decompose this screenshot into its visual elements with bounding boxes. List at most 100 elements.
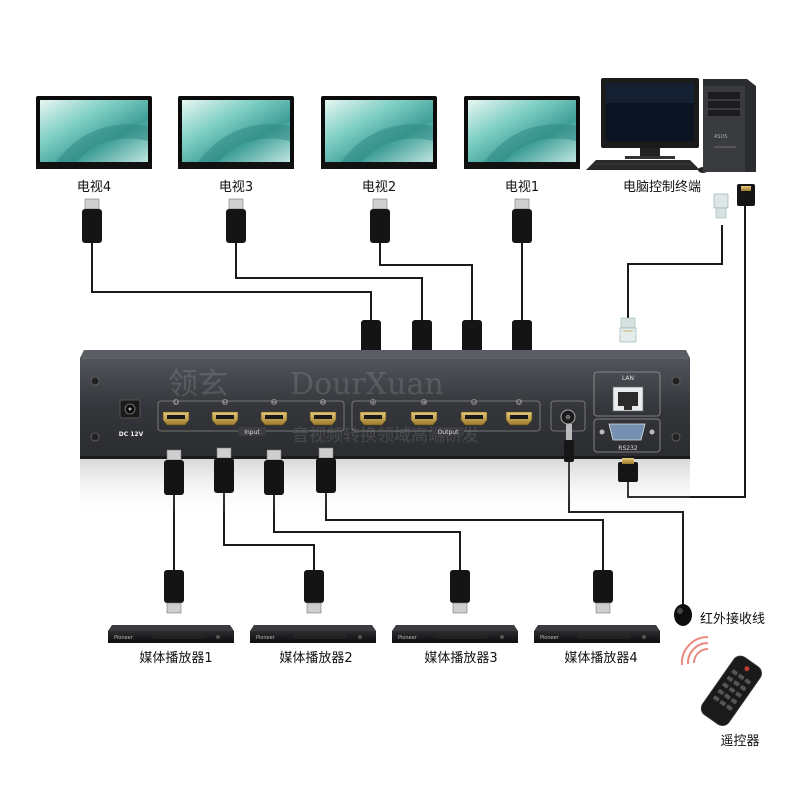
tv-group: 电视4 电视3 电视2 电视1 — [36, 96, 580, 195]
remote-label: 遥控器 — [720, 734, 759, 749]
cable-lan-computer — [627, 225, 723, 318]
monitor — [601, 78, 699, 159]
watermark-brand-cn: 领玄 — [168, 367, 228, 402]
hdmi-output-port-a: A — [505, 399, 533, 426]
screw — [671, 432, 681, 442]
player-brand: Pioneer — [398, 635, 418, 641]
cable-tv3-output — [235, 243, 423, 320]
tv-wallpaper-leaf — [198, 124, 290, 162]
hdmi-plug — [593, 570, 613, 614]
hdmi-input-port-2: 2 — [260, 399, 288, 426]
hdmi-input-port-3: 3 — [211, 399, 239, 426]
cable-tv2-output — [379, 243, 473, 320]
hdmi-plug — [214, 447, 234, 493]
input-number: 1 — [321, 400, 324, 406]
rj45-plug-device — [619, 317, 637, 343]
tv-wallpaper-leaf — [341, 124, 433, 162]
tv-bezel-bottom — [36, 162, 152, 169]
ir-receiver: 红外接收线 — [674, 604, 765, 627]
watermark-brand-en: DourXuan — [290, 367, 444, 402]
player-brand: Pioneer — [114, 635, 134, 641]
hdmi-plug — [370, 198, 390, 243]
ir-signal-icon — [680, 635, 709, 666]
hdmi-input-port-4: 4 — [162, 399, 190, 426]
output-letter: D — [371, 400, 375, 406]
media-players: Pioneer Pioneer Pioneer Pioneer 媒体播放器1 媒… — [108, 625, 660, 666]
db9-plug-device — [618, 458, 638, 482]
tv-1-label: 电视1 — [505, 180, 539, 195]
media-player-1-label: 媒体播放器1 — [139, 651, 212, 666]
pc-tower: ASUS — [703, 79, 756, 172]
tv-4 — [36, 96, 152, 169]
device-front-panel — [80, 357, 690, 458]
screw — [90, 376, 100, 386]
input-number: 4 — [174, 400, 177, 406]
lan-port: LAN — [593, 371, 661, 417]
tv-4-label: 电视4 — [77, 180, 111, 195]
media-player-2-label: 媒体播放器2 — [279, 651, 352, 666]
hdmi-plug — [226, 198, 246, 243]
player-side-hdmi-plugs — [164, 570, 613, 614]
tv-bezel-bottom — [178, 162, 294, 169]
screw — [671, 376, 681, 386]
hdmi-plug — [304, 570, 324, 614]
media-player-1: Pioneer — [108, 625, 234, 643]
player-brand: Pioneer — [256, 635, 276, 641]
db9-plug-computer — [737, 184, 755, 206]
hdmi-plug — [512, 198, 532, 243]
dc-power-label: DC 12V — [119, 431, 144, 438]
ir-plug — [564, 424, 574, 462]
keyboard — [586, 160, 700, 170]
hdmi-input-port-1: 1 — [309, 399, 337, 426]
tv-1 — [464, 96, 580, 169]
input-number: 3 — [223, 400, 226, 406]
media-player-2: Pioneer — [250, 625, 376, 643]
cable-input-player2 — [223, 493, 315, 570]
media-player-4-label: 媒体播放器4 — [564, 651, 637, 666]
pc-brand-text: ASUS — [714, 134, 727, 140]
input-group-label: Input — [244, 429, 260, 436]
rj45-plug-computer — [713, 193, 729, 219]
hdmi-matrix-switch: 领玄 DourXuan 音视频转换领域高端研发 DC 12V Input 4 3 — [80, 350, 690, 518]
hdmi-plug — [164, 449, 184, 495]
input-number: 2 — [272, 400, 275, 406]
remote-control: 遥控器 — [680, 635, 762, 749]
screw — [90, 432, 100, 442]
computer-terminal: ASUS 电脑控制终端 — [586, 78, 756, 219]
tv-bezel-bottom — [464, 162, 580, 169]
device-top — [80, 350, 690, 358]
tv-3-label: 电视3 — [219, 180, 253, 195]
hdmi-output-port-b: B — [460, 399, 488, 426]
output-letter: B — [472, 400, 476, 406]
tv-wallpaper-leaf — [56, 124, 148, 162]
computer-label: 电脑控制终端 — [623, 179, 701, 195]
output-ports: D C B A — [359, 399, 533, 426]
media-player-3: Pioneer — [392, 625, 518, 643]
lan-label: LAN — [622, 375, 634, 382]
player-brand: Pioneer — [540, 635, 560, 641]
input-ports: 4 3 2 1 — [162, 399, 337, 426]
tv-2 — [321, 96, 437, 169]
output-letter: A — [517, 400, 521, 406]
input-hdmi-plugs — [164, 447, 336, 495]
tv-bezel-bottom — [321, 162, 437, 169]
hdmi-plug — [264, 449, 284, 495]
tv-3 — [178, 96, 294, 169]
media-player-4: Pioneer — [534, 625, 660, 643]
hdmi-plug — [316, 447, 336, 493]
ir-receiver-label: 红外接收线 — [700, 611, 765, 627]
media-player-3-label: 媒体播放器3 — [424, 651, 497, 666]
tv-side-hdmi-plugs — [82, 198, 532, 243]
hdmi-output-port-d: D — [359, 399, 387, 426]
hdmi-plug — [450, 570, 470, 614]
output-letter: C — [422, 400, 426, 406]
dc-power-jack: DC 12V — [119, 399, 144, 438]
tv-wallpaper-leaf — [484, 124, 576, 162]
rs232-label: RS232 — [618, 445, 638, 452]
hdmi-output-port-c: C — [410, 399, 438, 426]
output-group-label: Output — [438, 429, 459, 436]
tv-2-label: 电视2 — [362, 180, 396, 195]
hdmi-plug — [164, 570, 184, 614]
